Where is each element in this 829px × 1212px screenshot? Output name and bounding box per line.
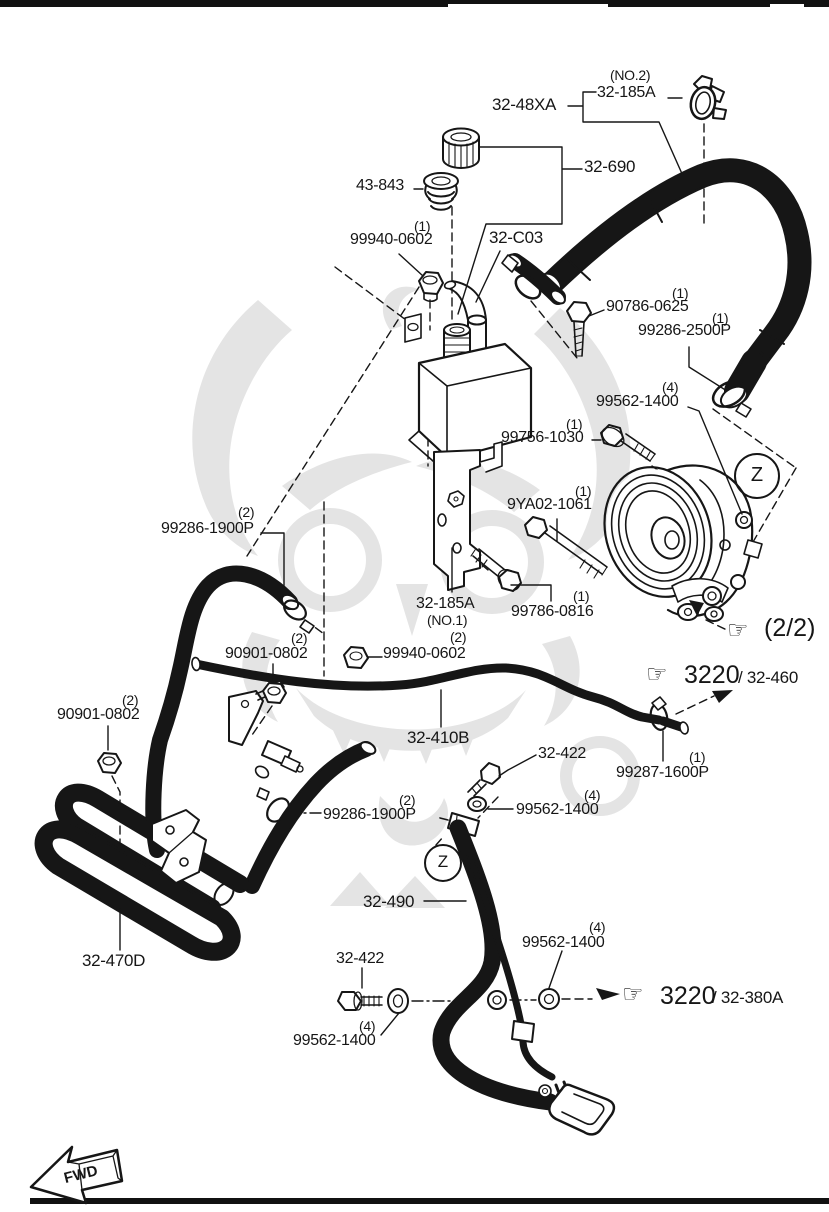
callout-32-490: 32-490 (363, 892, 415, 911)
bolt-32422-a-drawing (480, 762, 501, 785)
bolt-99786-drawing (470, 548, 522, 592)
nut-99940-mid-drawing (343, 646, 369, 669)
callout-32-422-b: 32-422 (336, 950, 385, 967)
cooler-32470d-drawing (34, 783, 249, 961)
callout-32-c03: 32-C03 (489, 228, 543, 247)
callout-qty-90901-b: (2) (122, 692, 139, 708)
direction-arrow-page (689, 600, 704, 616)
bottom-hardware-drawing (337, 988, 620, 1014)
watermark-graphic (192, 286, 640, 908)
hose-32490-drawing (432, 819, 616, 1136)
clamp-32185a-no2-drawing (689, 75, 727, 121)
hose-3248xa-drawing (539, 158, 812, 418)
callout-qty-99786: (1) (573, 588, 590, 604)
washer-99562-bottom-drawing (387, 988, 409, 1014)
callout-qty-9ya02: (1) (575, 483, 592, 499)
callout-99286-1900p-b: 99286-1900P (323, 806, 416, 823)
callout-32-690: 32-690 (584, 157, 636, 176)
callout-32-185a-no2: 32-185A (597, 84, 656, 101)
callout-99940-0602-mid: 99940-0602 (383, 645, 466, 662)
washer-99562-low-drawing (538, 988, 560, 1010)
callout-90786-0625: 90786-0625 (606, 298, 689, 315)
callout-qty-no2: (NO.2) (610, 67, 651, 83)
reservoir-drawing (404, 280, 533, 469)
bolt-90786-drawing (566, 301, 592, 357)
cooler-bracket-drawing (151, 809, 207, 884)
callout-99562-1400-bottom: 99562-1400 (293, 1032, 376, 1049)
washer-99562-mid-drawing (467, 796, 487, 812)
xref-3220-380-code: 3220 (660, 982, 716, 1010)
pipe-fittings-drawing (228, 680, 304, 823)
callout-qty-99562-bottom: (4) (359, 1018, 376, 1034)
xref-3220-460-code: 3220 (684, 661, 740, 689)
reservoir-bracket-drawing (433, 441, 503, 591)
bolt-99756-drawing (600, 424, 656, 462)
callout-90901-0802-a: 90901-0802 (225, 645, 308, 662)
grommet-43843-drawing (423, 172, 459, 211)
callout-99562-1400-low: 99562-1400 (522, 934, 605, 951)
direction-arrow-380 (596, 988, 620, 1000)
clamp-99286-1900-a-drawing (283, 599, 307, 621)
clamp-32c03-drawing (501, 253, 566, 305)
nut-90901-b-drawing (97, 752, 122, 774)
callout-qty-99940-top: (1) (414, 218, 431, 234)
callout-qty-99286-2500: (1) (712, 310, 729, 326)
hand-pointer-icon-380: ☞ (622, 980, 644, 1008)
xref-32-380a-part: / 32-380A (712, 988, 784, 1007)
nut-99940-top-drawing (418, 271, 444, 303)
callout-32-422-a: 32-422 (538, 745, 587, 762)
callout-99286-2500p: 99286-2500P (638, 322, 731, 339)
zone-marker-z-top: Z (734, 453, 780, 499)
callout-32-48xa: 32-48XA (492, 95, 557, 114)
callout-99756-1030: 99756-1030 (501, 429, 584, 446)
callout-qty-99286-1900b: (2) (399, 792, 416, 808)
callout-32-185a-no1: 32-185A (416, 595, 475, 612)
callout-43-843: 43-843 (356, 177, 405, 194)
direction-arrow-460 (712, 690, 733, 703)
fwd-direction-icon: FWD (29, 1145, 124, 1205)
pump-drawing (603, 464, 763, 622)
callout-qty-99286-1900a: (2) (238, 504, 255, 520)
callout-qty-90786: (1) (672, 285, 689, 301)
zone-marker-z-bottom: Z (424, 844, 462, 882)
callout-90901-0802-b: 90901-0802 (57, 706, 140, 723)
callout-qty-no1: (NO.1) (427, 612, 468, 628)
bolt-9ya02-drawing (524, 516, 608, 579)
callout-qty-99756: (1) (566, 416, 583, 432)
hand-pointer-icon-460: ☞ (646, 660, 668, 688)
callout-qty-99562-low: (4) (589, 919, 606, 935)
callout-99786-0816: 99786-0816 (511, 603, 594, 620)
callout-99287-1600p: 99287-1600P (616, 764, 709, 781)
callout-99562-1400-mid: 99562-1400 (516, 801, 599, 818)
callout-qty-99287: (1) (689, 749, 706, 765)
leader-lines (107, 91, 743, 1036)
callout-99940-0602-top: 99940-0602 (350, 231, 433, 248)
callout-qty-99562-mid: (4) (584, 787, 601, 803)
clamp-99286-2500p-drawing (711, 380, 747, 408)
callout-qty-99562-top: (4) (662, 379, 679, 395)
washer-99562-top-drawing (735, 511, 753, 529)
xref-page-2of2: (2/2) (764, 614, 816, 642)
callout-99562-1400-top: 99562-1400 (596, 393, 679, 410)
return-hose-drawing (244, 741, 377, 894)
pipe-32410b-drawing (191, 646, 689, 735)
nut-90901-a-drawing (262, 682, 287, 704)
callout-qty-90901-a: (2) (291, 630, 308, 646)
bolt-32422-b-drawing (337, 991, 362, 1011)
callout-32-410b: 32-410B (407, 728, 470, 747)
callout-99286-1900p-a: 99286-1900P (161, 520, 254, 537)
callout-qty-99940-mid: (2) (450, 629, 467, 645)
cap-32690-drawing (442, 127, 480, 169)
xref-32-460-part: / 32-460 (738, 668, 798, 687)
left-hose-drawing (145, 565, 315, 858)
callout-9ya02-1061: 9YA02-1061 (507, 496, 592, 513)
hand-pointer-icon-page: ☞ (727, 616, 749, 644)
callout-32-470d: 32-470D (82, 951, 146, 970)
